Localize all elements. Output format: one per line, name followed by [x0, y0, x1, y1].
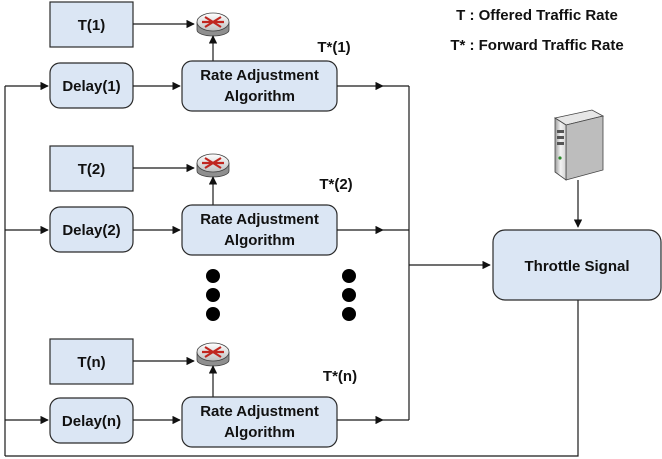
legend-offered-rate: T : Offered Traffic Rate — [456, 7, 618, 24]
router-icon — [196, 12, 230, 37]
traffic-box-1 — [49, 1, 134, 48]
algorithm-label-na: Rate Adjustment — [200, 403, 319, 420]
traffic-box-n — [49, 338, 134, 385]
delay-label-2: Delay(2) — [62, 222, 120, 239]
delay-label-1: Delay(1) — [62, 78, 120, 95]
forward-rate-label-n: T*(n) — [323, 368, 357, 385]
traffic-label-n: T(n) — [77, 354, 105, 371]
algorithm-label-1b: Algorithm — [224, 88, 295, 105]
server-icon — [553, 109, 605, 181]
router-icon — [196, 153, 230, 178]
ellipsis-left — [206, 269, 220, 321]
traffic-label-2: T(2) — [78, 161, 106, 178]
row-2: T(2) Delay(2) Rate Adjustment Algorithm … — [5, 145, 409, 256]
row-n: T(n) Delay(n) Rate Adjustment Algorithm … — [5, 338, 409, 448]
algorithm-label-2b: Algorithm — [224, 232, 295, 249]
ellipsis-right — [342, 269, 356, 321]
router-icon — [196, 342, 230, 367]
row-1: T(1) Delay(1) Rate Adjustment Algorithm … — [5, 1, 409, 112]
algorithm-label-nb: Algorithm — [224, 424, 295, 441]
algorithm-label-2a: Rate Adjustment — [200, 211, 319, 228]
traffic-box-2 — [49, 145, 134, 192]
traffic-label-1: T(1) — [78, 17, 106, 34]
throttle-signal-label: Throttle Signal — [525, 258, 630, 275]
throttle-signal-box — [492, 229, 662, 301]
feedback-bottom-return — [5, 300, 579, 457]
forward-rate-label-1: T*(1) — [317, 39, 350, 56]
algorithm-label-1a: Rate Adjustment — [200, 67, 319, 84]
algorithm-box-n — [181, 396, 338, 448]
delay-label-n: Delay(n) — [62, 413, 121, 430]
legend-forward-rate: T* : Forward Traffic Rate — [450, 37, 623, 54]
forward-rate-label-2: T*(2) — [319, 176, 352, 193]
